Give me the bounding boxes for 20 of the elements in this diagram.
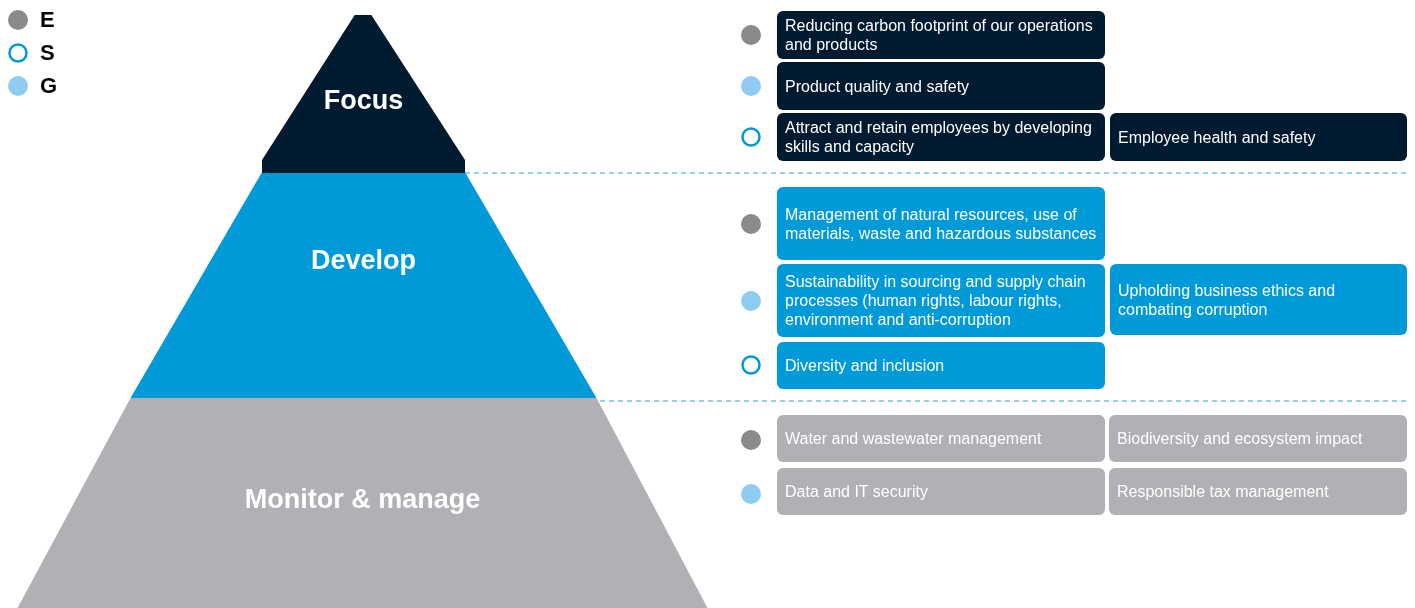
legend-label: G xyxy=(40,73,58,99)
topic-box: Sustainability in sourcing and supply chain processes (human rights, labour rights, environment and anti-corruption xyxy=(777,264,1105,337)
topic-box: Attract and retain employees by developing skills and capacity xyxy=(777,113,1105,161)
topic-box: Water and wastewater management xyxy=(777,415,1105,462)
tier-label: Develop xyxy=(309,245,417,276)
topic-box: Reducing carbon footprint of our operations and products xyxy=(777,11,1105,59)
legend-label: E xyxy=(40,7,55,33)
topic-box: Product quality and safety xyxy=(777,62,1105,110)
topic-box: Responsible tax management xyxy=(1109,468,1407,515)
tier-label: Focus xyxy=(322,85,405,116)
pyramid-tier xyxy=(18,398,707,608)
topic-box: Management of natural resources, use of materials, waste and hazardous substances xyxy=(777,187,1105,260)
legend-label: S xyxy=(40,40,55,66)
topic-box: Data and IT security xyxy=(777,468,1105,515)
topic-box: Upholding business ethics and combating corruption xyxy=(1110,264,1407,335)
topic-box: Diversity and inclusion xyxy=(777,342,1105,389)
pyramid-tier xyxy=(131,173,596,398)
topic-box: Biodiversity and ecosystem impact xyxy=(1109,415,1407,462)
topic-box: Employee health and safety xyxy=(1110,113,1407,161)
tier-label: Monitor & manage xyxy=(243,484,482,515)
